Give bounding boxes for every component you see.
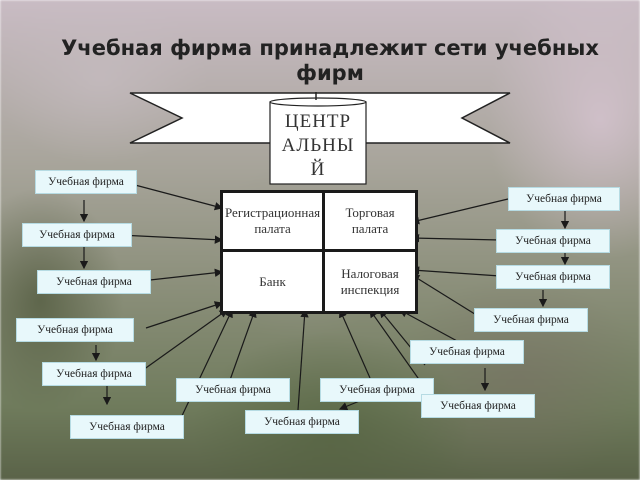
training-firm-box: Учебная фирма <box>42 362 146 386</box>
training-firm-box: Учебная фирма <box>37 270 151 294</box>
training-firm-box: Учебная фирма <box>16 318 134 342</box>
training-firm-box: Учебная фирма <box>176 378 290 402</box>
training-firm-box: Учебная фирма <box>320 378 434 402</box>
slide-title: Учебная фирма принадлежит сети учебных ф… <box>61 36 599 85</box>
training-firm-box: Учебная фирма <box>474 308 588 332</box>
training-firm-box: Учебная фирма <box>70 415 184 439</box>
training-firm-box: Учебная фирма <box>245 410 359 434</box>
trade-chamber: Торговая палата <box>325 193 415 252</box>
tax-inspection: Налоговая инспекция <box>340 265 400 297</box>
training-firm-box: Учебная фирма <box>496 265 610 289</box>
training-firm-box: Учебная фирма <box>22 223 132 247</box>
registration-chamber: Регистрационная палата <box>223 193 326 252</box>
training-firm-box: Учебная фирма <box>508 187 620 211</box>
training-firm-box: Учебная фирма <box>496 229 610 253</box>
training-firm-box: Учебная фирма <box>421 394 535 418</box>
institutions-grid: Регистрационная палата Торговая палата Б… <box>220 190 418 314</box>
scroll-shape <box>269 92 367 185</box>
bank: Банк <box>223 252 326 311</box>
training-firm-box: Учебная фирма <box>410 340 524 364</box>
training-firm-box: Учебная фирма <box>35 170 137 194</box>
